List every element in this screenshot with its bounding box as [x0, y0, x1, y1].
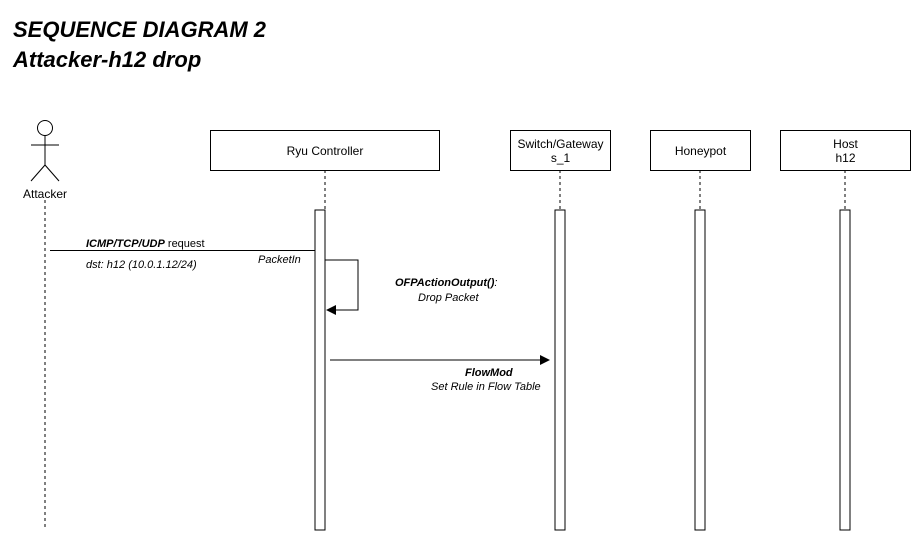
request-text: request — [164, 238, 205, 250]
switch-activation-bar — [554, 209, 566, 531]
switch-id-label: s_1 — [550, 150, 571, 165]
attacker-actor-icon — [30, 120, 60, 182]
request-protocols: ICMP/TCP/UDP — [86, 238, 165, 250]
drop-self-message-arrow — [325, 259, 359, 315]
packetin-label: PacketIn — [258, 254, 301, 266]
switch-gateway-box: Switch/Gateway s_1 — [510, 130, 611, 171]
host-activation-bar — [839, 209, 851, 531]
set-rule-label: Set Rule in Flow Table — [431, 381, 541, 393]
drop-message-label: OFPActionOutput(): — [395, 277, 497, 290]
honeypot-box: Honeypot — [650, 130, 751, 171]
host-id-label: h12 — [835, 150, 856, 165]
ryu-controller-label: Ryu Controller — [286, 143, 364, 158]
honeypot-label: Honeypot — [674, 143, 727, 158]
ofpactionoutput-colon: : — [494, 277, 498, 289]
request-message-label: ICMP/TCP/UDP request — [86, 238, 205, 251]
request-destination-label: dst: h12 (10.0.1.12/24) — [86, 259, 197, 271]
ryu-activation-bar — [314, 209, 326, 531]
diagram-title: SEQUENCE DIAGRAM 2 — [13, 17, 267, 42]
diagram-subtitle: Attacker-h12 drop — [13, 47, 202, 72]
honeypot-activation-bar — [694, 209, 706, 531]
flowmod-label: FlowMod — [465, 367, 513, 379]
drop-packet-label: Drop Packet — [418, 292, 479, 304]
attacker-label: Attacker — [23, 187, 68, 201]
ofpactionoutput-label: OFPActionOutput() — [395, 277, 495, 289]
ryu-controller-box: Ryu Controller — [210, 130, 440, 171]
switch-gateway-label: Switch/Gateway — [517, 136, 604, 151]
host-label: Host — [833, 136, 858, 151]
host-box: Host h12 — [780, 130, 911, 171]
